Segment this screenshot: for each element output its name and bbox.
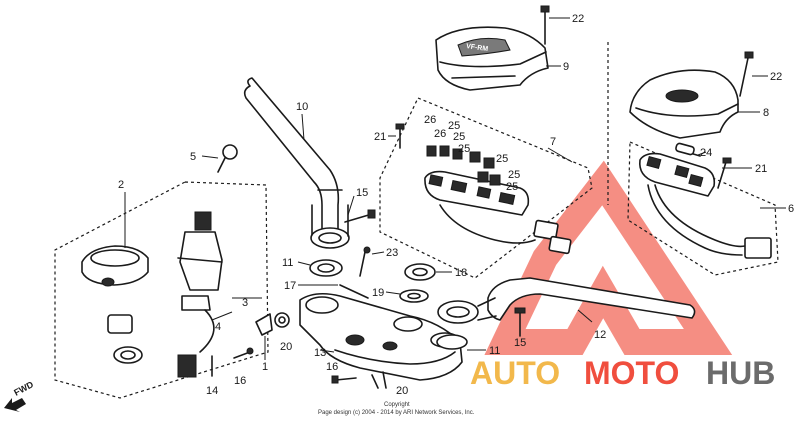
- watermark-part2: MOTO: [584, 355, 679, 391]
- callout-6: 6: [788, 203, 794, 215]
- callout-26b: 26: [434, 128, 446, 140]
- callout-20a: 20: [280, 341, 292, 353]
- callout-numbers: 22 9 22 8 10 7 21 26 26 25 25 25 25 25 2…: [118, 13, 794, 397]
- right-switch-assembly: [638, 142, 772, 259]
- callout-25d: 25: [496, 153, 508, 165]
- callout-18: 18: [455, 267, 467, 279]
- watermark-triangle: [484, 160, 733, 355]
- callout-1: 1: [262, 361, 268, 373]
- copyright-line1: Copyright: [384, 402, 410, 408]
- callout-25f: 25: [506, 181, 518, 193]
- callout-5: 5: [190, 151, 196, 163]
- callout-16a: 16: [326, 361, 338, 373]
- callout-4: 4: [215, 321, 221, 333]
- callout-2: 2: [118, 179, 124, 191]
- callout-25c: 25: [458, 143, 470, 155]
- top-bridge: [299, 292, 463, 381]
- callout-23: 23: [386, 247, 398, 259]
- callout-12: 12: [594, 329, 606, 341]
- callout-13: 13: [314, 347, 326, 359]
- ignition-switch: [81, 211, 223, 378]
- callout-10: 10: [296, 101, 308, 113]
- left-switch-cover: [435, 26, 549, 91]
- callout-16b: 16: [234, 375, 246, 387]
- left-switch-assembly: [424, 145, 572, 255]
- copyright-line2: Page design (c) 2004 - 2014 by ARI Netwo…: [318, 410, 475, 416]
- callout-22a: 22: [572, 13, 584, 25]
- watermark-part1: AUTO: [470, 355, 560, 391]
- callout-15b: 15: [514, 337, 526, 349]
- callout-26a: 26: [424, 114, 436, 126]
- leader-lines: [124, 17, 786, 360]
- fwd-indicator: FWD: [4, 379, 35, 412]
- callout-20b: 20: [396, 385, 408, 397]
- callout-25a: 25: [448, 120, 460, 132]
- callout-11a: 11: [282, 257, 293, 269]
- fwd-label: FWD: [12, 379, 35, 398]
- fwd-arrow-icon: [4, 398, 26, 412]
- small-hardware: [211, 5, 754, 389]
- callout-11b: 11: [489, 345, 500, 357]
- left-handlebar: [243, 77, 350, 249]
- group-outline-right-switch: [627, 141, 779, 276]
- callout-25b: 25: [453, 131, 465, 143]
- callout-25e: 25: [508, 169, 520, 181]
- group-outline-left-switch: [379, 97, 593, 279]
- callout-21a: 21: [374, 131, 386, 143]
- right-handlebar: [437, 277, 696, 324]
- watermark-brand: AUTO MOTO HUB: [470, 355, 775, 391]
- callout-21b: 21: [755, 163, 767, 175]
- watermark-part3: HUB: [706, 355, 775, 391]
- callout-15a: 15: [356, 187, 368, 199]
- group-outline-ignition: [54, 181, 269, 399]
- right-switch-cover: [629, 69, 739, 139]
- callout-24: 24: [700, 147, 712, 159]
- callout-22b: 22: [770, 71, 782, 83]
- callout-14: 14: [206, 385, 218, 397]
- callout-19: 19: [372, 287, 384, 299]
- cover-logo-text: VF-RM: [466, 43, 489, 53]
- callout-9: 9: [563, 61, 569, 73]
- callout-8: 8: [763, 107, 769, 119]
- callout-3: 3: [242, 297, 248, 309]
- callout-17: 17: [284, 280, 296, 292]
- callout-7: 7: [550, 136, 556, 148]
